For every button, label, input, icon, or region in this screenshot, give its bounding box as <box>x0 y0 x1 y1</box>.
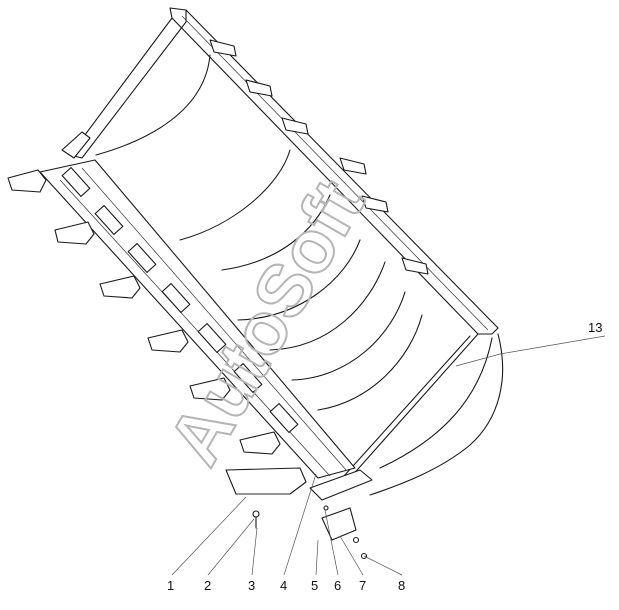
callout-6: 6 <box>334 578 341 593</box>
tooth-adapters <box>61 167 299 433</box>
callout-13: 13 <box>588 320 602 335</box>
callout-8: 8 <box>398 578 405 593</box>
callout-labels: 1 2 3 4 5 6 7 8 13 <box>167 320 602 593</box>
callout-5: 5 <box>311 578 318 593</box>
callout-1: 1 <box>167 578 174 593</box>
callout-7: 7 <box>359 578 366 593</box>
callout-2: 2 <box>204 578 211 593</box>
tooth-plate-assembly <box>225 467 307 529</box>
callout-4: 4 <box>280 578 287 593</box>
bucket-shell <box>95 54 504 496</box>
frame-brackets <box>61 39 429 275</box>
callout-3: 3 <box>248 578 255 593</box>
leader-lines <box>171 335 606 576</box>
side-cutter <box>309 469 373 560</box>
bucket-teeth <box>7 169 281 455</box>
